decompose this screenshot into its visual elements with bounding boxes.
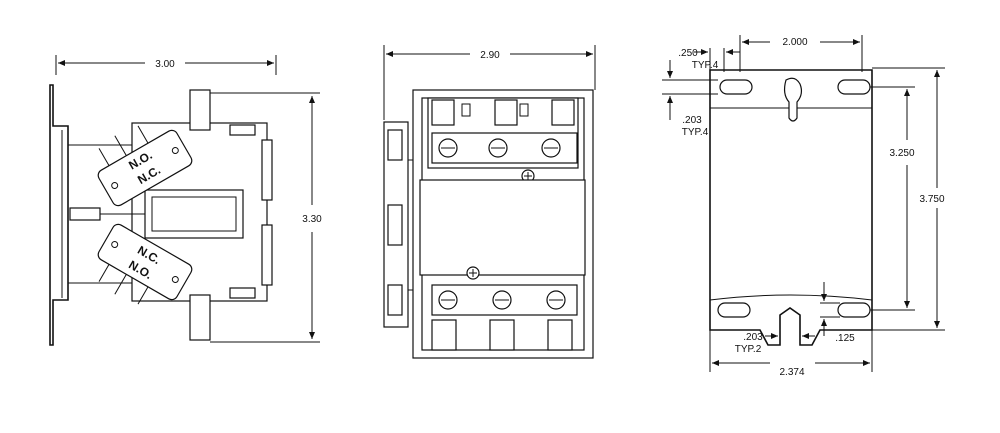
front-terminal-block-top [427,97,579,183]
dim-overall-height: 3.750 [872,67,945,331]
dim-bottom-slot-note: TYP.2 [735,344,762,355]
mounting-plate-view: 2.000 .250 TYP.4 .203 TYP.4 3.2 [662,35,945,378]
front-side-rail [383,121,418,328]
front-terminal-block-bottom [431,266,578,351]
dim-inner-height: 3.250 [870,86,915,311]
dim-small-offset-label: .125 [835,333,855,344]
dim-small-offset: .125 [820,282,855,344]
front-coil-cover [419,179,586,276]
keyhole-slot [783,77,803,122]
side-mounting-plate [49,84,69,346]
side-height-dimension: 3.30 [210,92,322,343]
dim-bottom-width-label: 2.374 [779,367,804,378]
dim-hole-spacing-label: 2.000 [782,37,807,48]
front-view: 2.90 [383,45,596,359]
dim-overall-height-label: 3.750 [919,194,944,205]
mounting-plate-outline [709,69,873,346]
front-width-dimension: 2.90 [383,45,596,120]
side-body [68,89,273,341]
side-auxiliary-switch-bottom: N.C. N.O. [97,223,193,305]
side-width-label: 3.00 [155,59,175,70]
dim-hole-offset: .250 TYP.4 [678,48,740,72]
slot-top-left [719,79,753,95]
dim-hole-offset-note: TYP.4 [692,60,719,71]
dim-slot-width-note: TYP.4 [682,127,709,138]
slot-bottom-left [717,302,751,318]
slot-bottom-right [837,302,871,318]
front-width-label: 2.90 [480,50,500,61]
dim-bottom-slot: .203 TYP.2 [735,332,815,355]
dim-inner-height-label: 3.250 [889,148,914,159]
side-height-label: 3.30 [302,214,322,225]
dim-bottom-slot-label: .203 [743,332,763,343]
dim-hole-spacing: 2.000 [739,35,863,72]
side-width-dimension: 3.00 [55,55,277,75]
dim-bottom-width: 2.374 [709,330,873,378]
dim-hole-offset-label: .250 [678,48,698,59]
dim-slot-width: .203 TYP.4 [662,60,718,138]
slot-top-right [837,79,871,95]
dim-slot-width-label: .203 [682,115,702,126]
side-view: 3.00 3.30 [49,55,322,346]
